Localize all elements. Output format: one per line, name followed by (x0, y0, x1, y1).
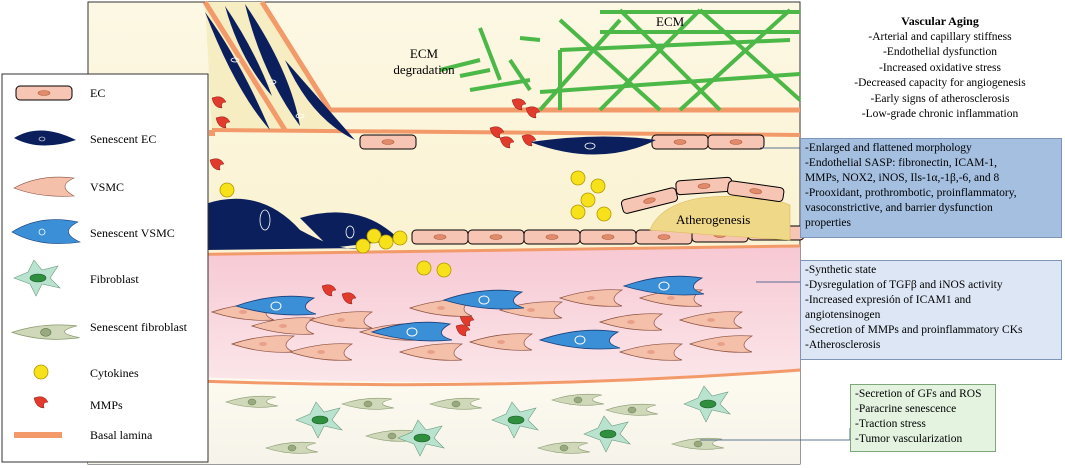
vascular-aging-line: -Increased oxidative stress (879, 61, 1001, 74)
ec-info-line: MMPs, NOX2, iNOS, Ils-1α,-1β,-6, and 8 (805, 172, 1000, 184)
ecm-degradation-label: ECM degradation (393, 46, 455, 77)
vascular-aging-line: -Arterial and capillary stiffness (868, 30, 1012, 43)
ecm-fibers (439, 8, 802, 112)
fibroblast-info-line: -Secretion of GFs and ROS (855, 388, 982, 400)
ec-info-line: -Enlarged and flattened morphology (805, 142, 972, 154)
legend-senescent-vsmc-swatch (11, 219, 82, 244)
legend-basal-lamina-swatch (14, 432, 62, 438)
legend-label-senescent-vsmc: Senescent VSMC (90, 226, 175, 240)
ec-info-box: -Enlarged and flattened morphology -Endo… (800, 138, 1062, 238)
legend-label-fibroblast: Fibroblast (90, 272, 139, 286)
legend-label-vsmc: VSMC (90, 180, 125, 194)
ecm-label: ECM (656, 14, 685, 29)
basal-lamina-line (211, 128, 801, 137)
vascular-aging-line: -Decreased capacity for angiogenesis (854, 77, 1026, 89)
vsmc-info-box: -Synthetic state -Dysregulation of TGFβ … (800, 260, 1062, 360)
ec-info-line: -Prooxidant, prothrombotic, proinflammat… (805, 187, 1017, 199)
legend-label-senescent-ec: Senescent EC (90, 132, 157, 146)
vsmc-info-line: angiotensinogen (805, 309, 881, 321)
legend-panel (1, 73, 209, 463)
vascular-aging-line: -Endothelial dysfunction (882, 46, 998, 58)
legend-label-mmps: MMPs (90, 398, 123, 412)
ec-info-line: properties (805, 217, 851, 229)
ec-info-line: vasoconstrictive, and barrier dysfunctio… (805, 202, 993, 214)
vsmc-info-line: -Atherosclerosis (805, 339, 881, 351)
basal-lamina-line (259, 0, 800, 113)
legend-label-ec: EC (90, 86, 106, 100)
legend-label-senescent-fibroblast: Senescent fibroblast (90, 320, 187, 334)
legend-ec-swatch (15, 85, 73, 101)
fibroblast-info-box: -Secretion of GFs and ROS -Paracrine sen… (850, 384, 996, 452)
fibroblast-info-line: -Tumor vascularization (855, 433, 963, 445)
atherogenesis-plaque (620, 176, 791, 241)
vsmc-info-line: -Secretion of MMPs and proinflammatory C… (805, 324, 1023, 336)
vascular-aging-line: -Low-grade chronic inflammation (861, 108, 1019, 120)
legend-cytokine-swatch (33, 364, 49, 380)
vsmc-info-line: -Synthetic state (805, 264, 877, 276)
fibroblast-info-line: -Paracrine senescence (855, 403, 957, 415)
atherogenesis-label: Atherogenesis (676, 212, 751, 227)
fibroblast-info-line: -Traction stress (855, 418, 926, 430)
legend-vsmc-swatch (13, 176, 76, 197)
legend-label-cytokines: Cytokines (90, 366, 139, 380)
vascular-aging-line: -Early signs of atherosclerosis (870, 92, 1010, 105)
vascular-aging-panel: Vascular Aging -Arterial and capillary s… (826, 14, 1054, 123)
senescent-ec-group-top (205, 4, 355, 140)
legend-label-basal-lamina: Basal lamina (90, 428, 153, 442)
vsmc-info-line: -Increased expresión of ICAM1 and (805, 294, 972, 306)
ec-info-line: -Endothelial SASP: fibronectin, ICAM-1, (805, 157, 997, 169)
vsmc-info-line: -Dysregulation of TGFβ and iNOS activity (805, 279, 1003, 291)
senescent-ec-top-right (530, 136, 656, 155)
basal-lamina-line (202, 0, 288, 132)
vascular-aging-title: Vascular Aging (901, 14, 979, 28)
